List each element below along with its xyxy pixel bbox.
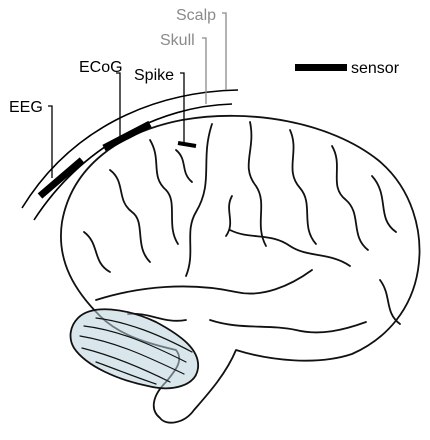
sulcus-5 <box>332 146 368 250</box>
scalp-label: Scalp <box>176 7 216 24</box>
sulcus-6 <box>372 176 396 232</box>
sulcus-4 <box>290 130 316 244</box>
sulcus-1 <box>110 170 150 262</box>
ecog-sensor <box>104 124 150 148</box>
legend-sensor-label: sensor <box>351 60 400 77</box>
spike-leader <box>180 73 184 144</box>
ecog-leader <box>116 73 120 137</box>
eeg-leader <box>48 106 52 178</box>
sulcus-13 <box>176 150 192 182</box>
sulcus-3 <box>249 122 266 246</box>
legend: sensor <box>295 60 400 77</box>
sulcus-10 <box>380 280 400 324</box>
labels: Scalp Skull ECoG Spike EEG <box>9 7 216 116</box>
sulcus-7 <box>84 232 110 272</box>
spike-label: Spike <box>134 67 174 84</box>
sulcus-8 <box>230 230 350 266</box>
scalp-leader <box>222 13 226 90</box>
brain <box>61 116 420 423</box>
head-layers <box>22 90 238 220</box>
skull-arc <box>34 104 232 220</box>
ecog-label: ECoG <box>79 59 123 76</box>
legend-sensor-swatch <box>295 64 347 71</box>
scalp-arc <box>22 90 238 208</box>
spike-sensor <box>178 143 196 146</box>
skull-label: Skull <box>160 32 195 49</box>
sylvian-fissure <box>96 270 312 300</box>
sulcus-9 <box>210 320 366 332</box>
sensors <box>40 124 196 196</box>
leader-lines <box>48 13 226 178</box>
sulcus-2 <box>150 140 178 244</box>
skull-leader <box>202 38 206 104</box>
eeg-sensor <box>40 160 82 196</box>
eeg-label: EEG <box>9 99 43 116</box>
